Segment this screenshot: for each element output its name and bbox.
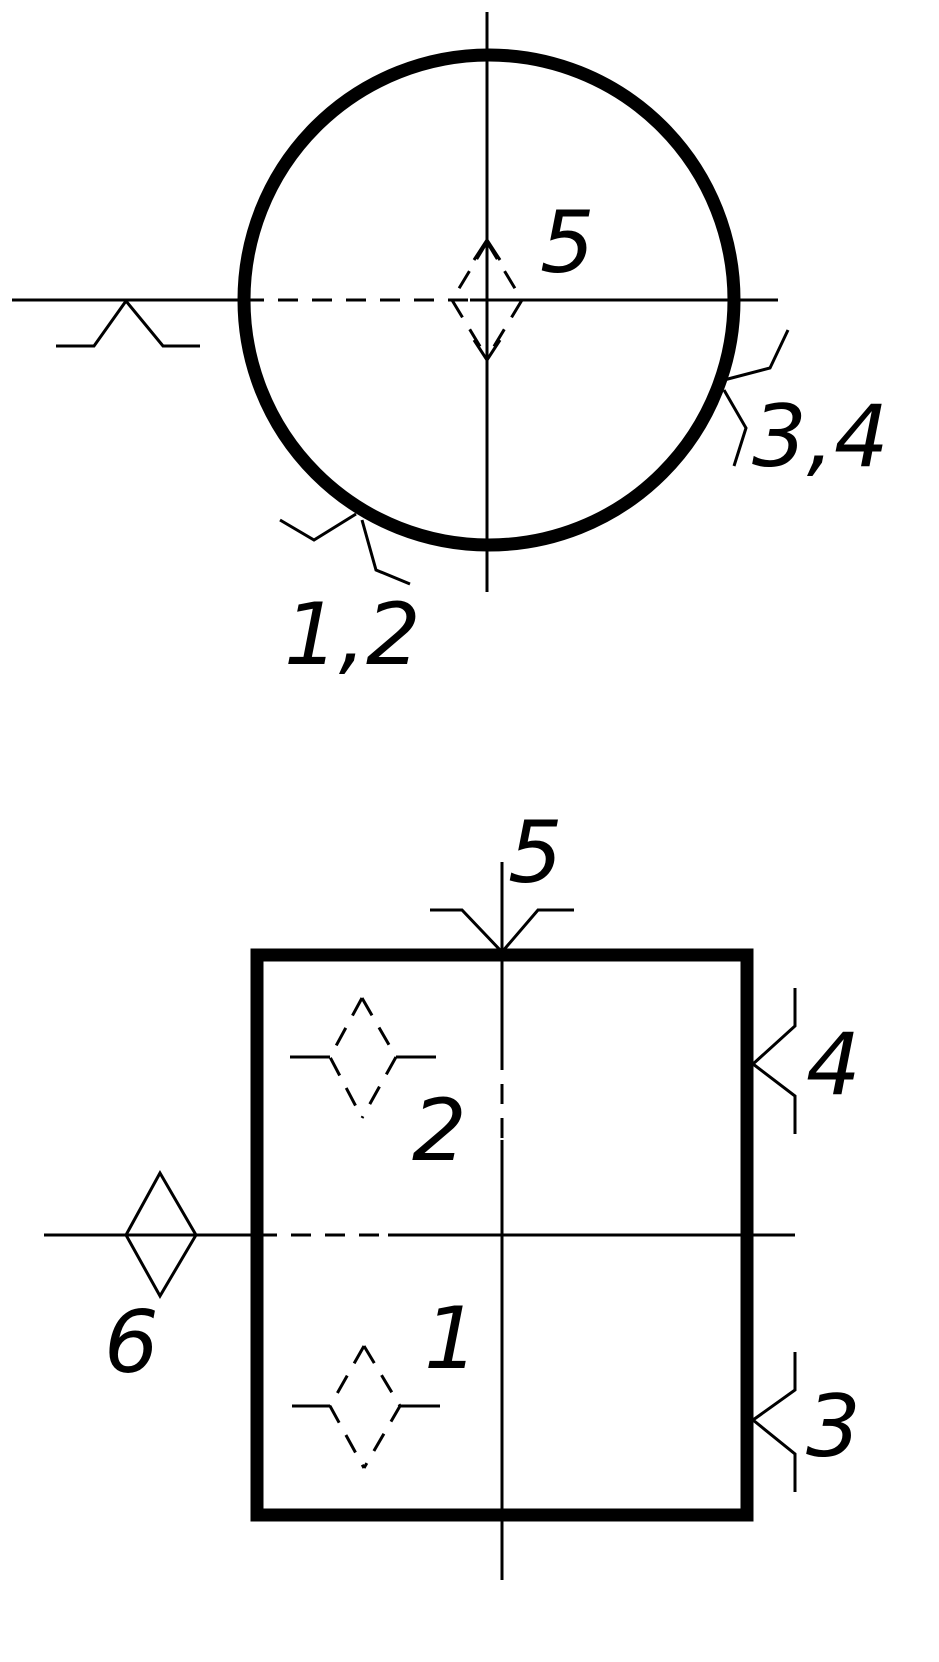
inner-lower-clamp-symbol [292,1345,440,1469]
right-support-symbol [722,329,790,467]
front-view: 5 4 3 2 1 6 [44,803,861,1580]
base-support-symbol [56,298,200,348]
label-top-5: 5 [540,193,595,293]
top-view: 5 3,4 1,2 [12,12,889,685]
label-front-1: 1 [424,1289,479,1389]
right-upper-support-symbol [750,988,797,1134]
label-bottom-1-2: 1,2 [284,585,421,685]
bottom-support-symbol [279,512,411,586]
left-support-diamond [124,1169,198,1300]
label-right-3-4: 3,4 [752,387,889,487]
top-support-symbol [430,908,574,955]
label-front-6: 6 [104,1293,159,1393]
center-clamp-symbol [450,237,524,363]
label-front-5: 5 [508,803,563,903]
inner-upper-clamp-symbol [290,997,436,1119]
label-front-2: 2 [412,1081,467,1181]
label-front-3: 3 [806,1377,861,1477]
right-lower-support-symbol [750,1352,797,1492]
label-front-4: 4 [806,1015,861,1115]
